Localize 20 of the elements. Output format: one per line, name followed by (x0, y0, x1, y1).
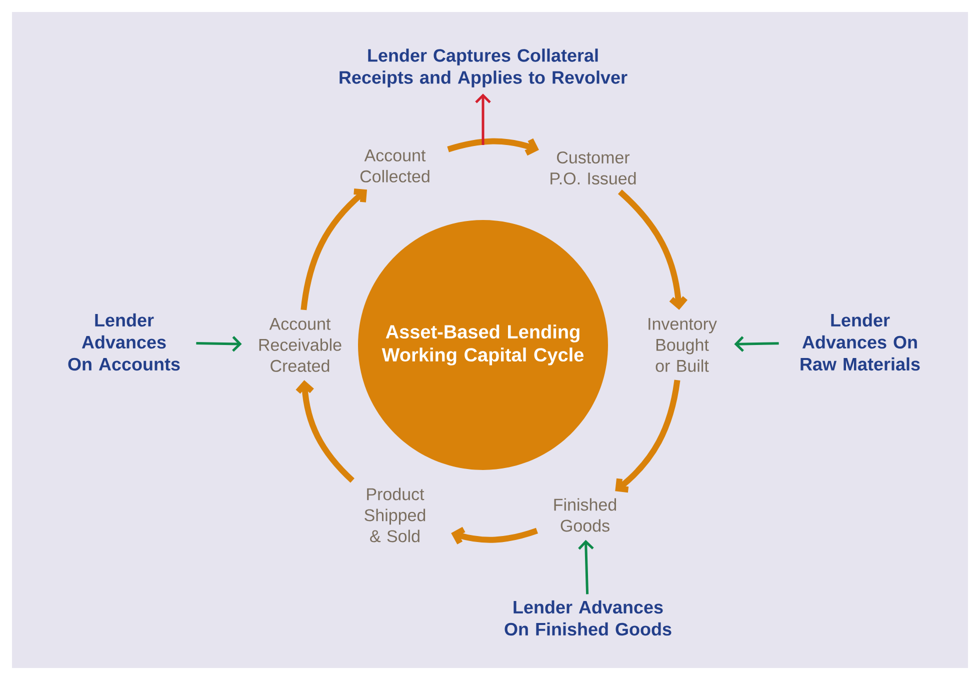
cycle-arrow (447, 138, 539, 156)
cycle-arrow (300, 188, 367, 310)
stage-label: Product Shipped & Sold (364, 488, 426, 542)
cycle-arrow (451, 526, 538, 544)
stage-label: Finished Goods (554, 498, 616, 532)
cycle-arrow (296, 380, 355, 483)
cycle-arrow (615, 380, 680, 493)
arrow (734, 336, 779, 352)
cycle-arrow (618, 190, 688, 310)
arrow (578, 540, 594, 594)
stage-label: Account Receivable Created (259, 318, 342, 372)
stage-label: Account Collected (360, 150, 430, 182)
lender-note: Lender Advances On Raw Materials (800, 313, 920, 371)
arrow (475, 94, 491, 145)
lender-note: Lender Advances On Accounts (68, 313, 180, 371)
lender-note: Lender Captures Collateral Receipts and Applies to Revolver (340, 48, 628, 88)
lender-note: Lender Advances On Finished Goods (504, 600, 672, 636)
stage-label: Inventory Bought or Built (648, 318, 717, 372)
stage-label: Customer P.O. Issued (550, 151, 636, 185)
arrow (196, 336, 242, 352)
